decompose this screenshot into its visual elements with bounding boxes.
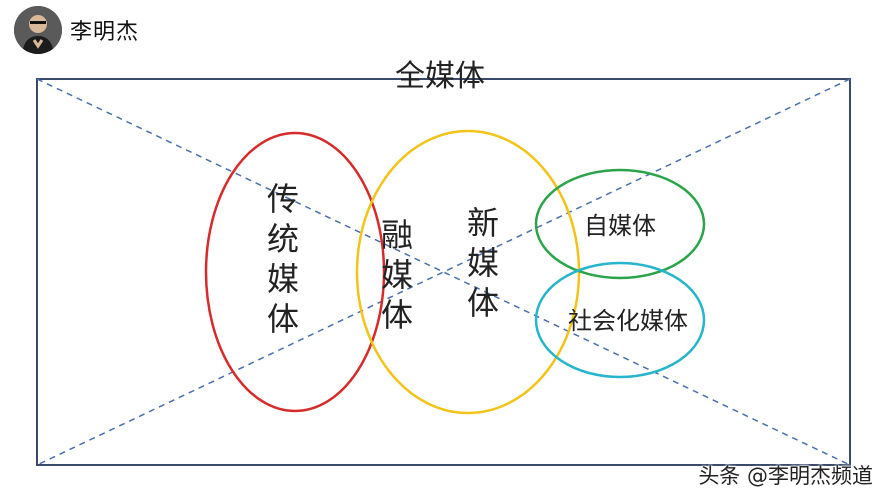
fusion-char-1: 融: [381, 216, 413, 254]
new-media-char-1: 新: [467, 204, 499, 242]
diagonal-line-2: [36, 78, 851, 466]
diagram-title: 全媒体: [395, 59, 485, 94]
watermark: 头条 @李明杰频道: [698, 464, 873, 488]
diagonal-line-1: [36, 78, 851, 466]
fusion-char-2: 媒: [381, 256, 413, 294]
traditional-char-1: 传: [267, 180, 299, 218]
new-media-char-3: 体: [467, 284, 499, 322]
self-media-label: 自媒体: [584, 212, 656, 240]
avatar-person-icon: [14, 6, 62, 54]
new-media-char-2: 媒: [467, 244, 499, 282]
social-media-ellipse: [534, 261, 706, 379]
fusion-char-3: 体: [381, 296, 413, 334]
self-media-ellipse: [534, 168, 706, 280]
all-media-frame: [36, 78, 851, 466]
traditional-char-3: 媒: [267, 260, 299, 298]
author-header: 李明杰: [14, 6, 139, 54]
traditional-char-2: 统: [267, 220, 299, 258]
author-name[interactable]: 李明杰: [70, 20, 140, 45]
avatar[interactable]: [14, 6, 62, 54]
traditional-char-4: 体: [267, 300, 299, 338]
social-media-label: 社会化媒体: [568, 307, 688, 335]
traditional-media-ellipse: [204, 131, 386, 413]
